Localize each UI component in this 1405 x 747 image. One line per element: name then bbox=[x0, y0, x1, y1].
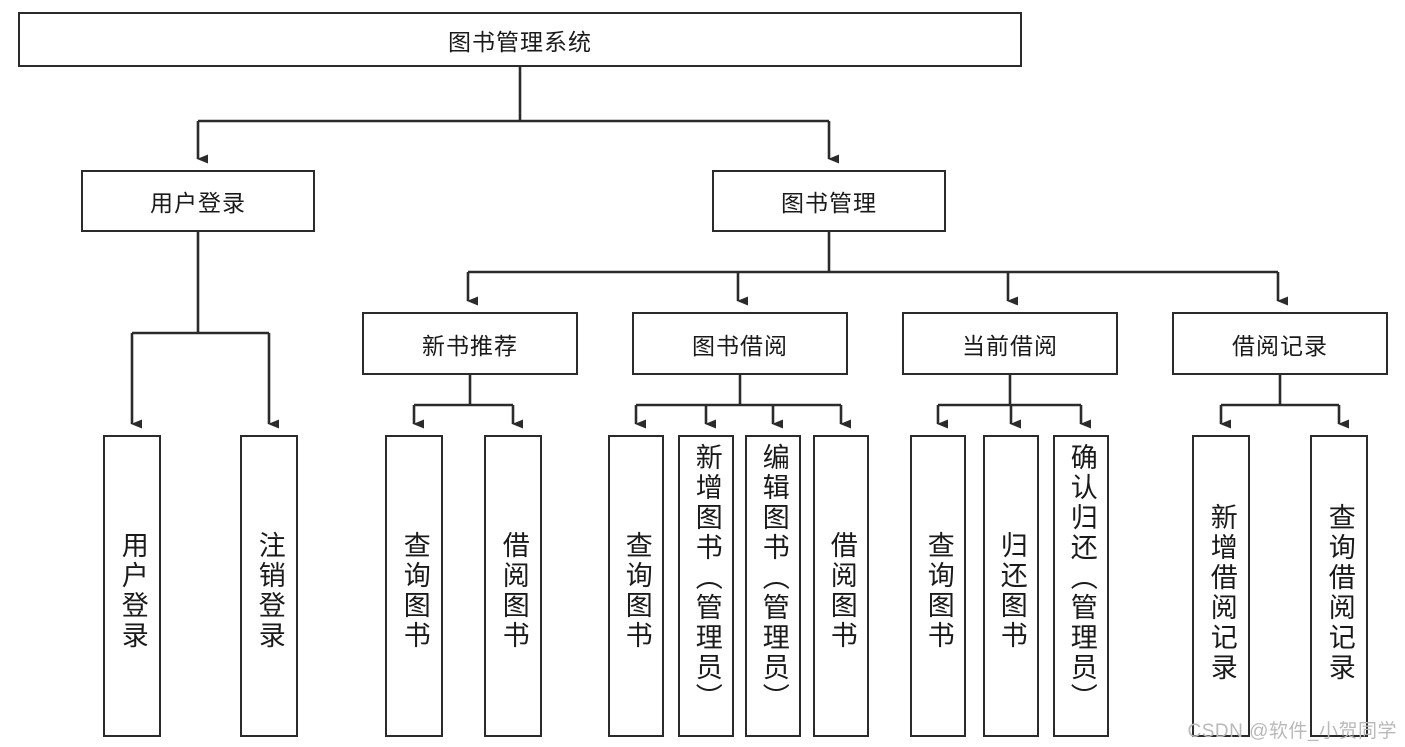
node-current-borrow[interactable]: 当前借阅 bbox=[902, 312, 1118, 375]
node-leaf-query-book-3-label: 查询图书 bbox=[923, 531, 954, 651]
csdn-watermark: CSDN @软件_小贺同学 bbox=[1187, 721, 1397, 742]
node-leaf-borrow-book-2[interactable]: 借阅图书 bbox=[813, 435, 869, 737]
node-book-borrow-label: 图书借阅 bbox=[692, 332, 788, 359]
node-leaf-edit-book[interactable]: 编辑图书（管理员） bbox=[745, 435, 801, 737]
node-leaf-query-book-1[interactable]: 查询图书 bbox=[385, 435, 443, 737]
node-leaf-logout[interactable]: 注销登录 bbox=[240, 435, 298, 737]
node-leaf-confirm-return[interactable]: 确认归还（管理员） bbox=[1053, 435, 1109, 737]
node-leaf-query-record[interactable]: 查询借阅记录 bbox=[1310, 435, 1368, 737]
node-root[interactable]: 图书管理系统 bbox=[18, 12, 1022, 67]
node-new-book-recommend-label: 新书推荐 bbox=[422, 332, 518, 359]
node-current-borrow-label: 当前借阅 bbox=[962, 332, 1058, 359]
node-leaf-edit-book-label: 编辑图书（管理员） bbox=[758, 443, 789, 713]
node-user-login-label: 用户登录 bbox=[150, 190, 246, 216]
node-leaf-add-book[interactable]: 新增图书（管理员） bbox=[678, 435, 734, 737]
node-leaf-add-record[interactable]: 新增借阅记录 bbox=[1192, 435, 1250, 737]
node-book-borrow[interactable]: 图书借阅 bbox=[632, 312, 848, 375]
node-leaf-user-login[interactable]: 用户登录 bbox=[103, 435, 161, 737]
node-borrow-record[interactable]: 借阅记录 bbox=[1172, 312, 1388, 375]
node-user-login[interactable]: 用户登录 bbox=[81, 170, 315, 232]
node-leaf-return-book[interactable]: 归还图书 bbox=[983, 435, 1039, 737]
node-leaf-query-book-2[interactable]: 查询图书 bbox=[608, 435, 664, 737]
node-leaf-borrow-book-2-label: 借阅图书 bbox=[826, 531, 857, 651]
node-leaf-add-book-label: 新增图书（管理员） bbox=[691, 443, 722, 713]
node-leaf-query-book-3[interactable]: 查询图书 bbox=[910, 435, 966, 737]
node-leaf-query-record-label: 查询借阅记录 bbox=[1324, 503, 1355, 683]
node-new-book-recommend[interactable]: 新书推荐 bbox=[362, 312, 578, 375]
node-book-manage-label: 图书管理 bbox=[781, 190, 877, 216]
node-leaf-query-book-1-label: 查询图书 bbox=[399, 531, 430, 651]
node-leaf-borrow-book-1[interactable]: 借阅图书 bbox=[484, 435, 542, 737]
node-root-label: 图书管理系统 bbox=[448, 28, 592, 55]
node-leaf-user-login-label: 用户登录 bbox=[117, 531, 148, 651]
node-leaf-confirm-return-label: 确认归还（管理员） bbox=[1066, 443, 1097, 713]
node-leaf-add-record-label: 新增借阅记录 bbox=[1206, 503, 1237, 683]
node-leaf-borrow-book-1-label: 借阅图书 bbox=[498, 531, 529, 651]
node-leaf-query-book-2-label: 查询图书 bbox=[621, 531, 652, 651]
node-borrow-record-label: 借阅记录 bbox=[1232, 332, 1328, 359]
node-leaf-logout-label: 注销登录 bbox=[254, 531, 285, 651]
node-book-manage[interactable]: 图书管理 bbox=[712, 170, 946, 232]
node-leaf-return-book-label: 归还图书 bbox=[996, 531, 1027, 651]
